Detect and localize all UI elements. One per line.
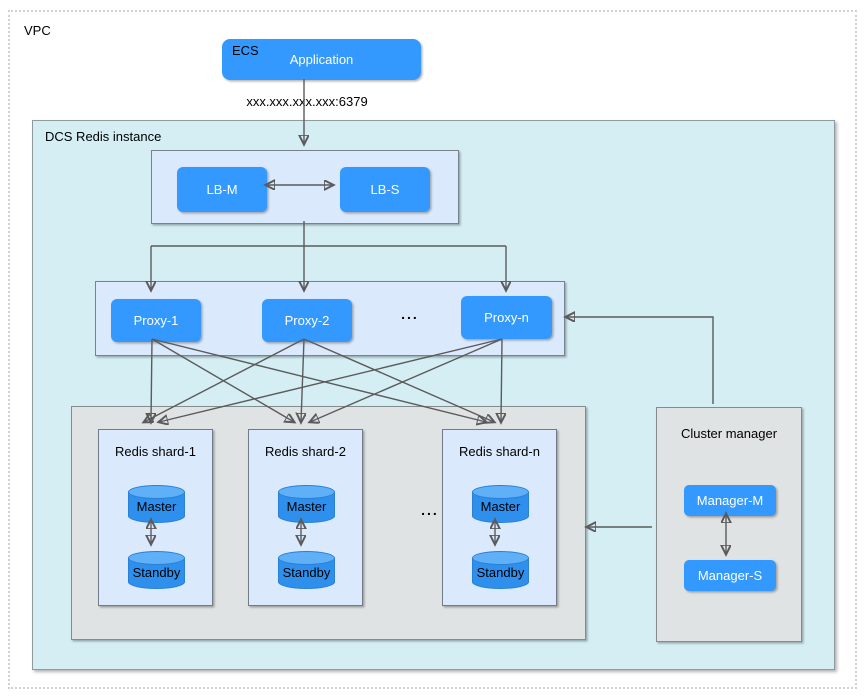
proxy-ellipsis: ... bbox=[401, 306, 419, 322]
lb-s-node: LB-S bbox=[340, 167, 430, 212]
redis-shard-1: Redis shard-1 Master Standby bbox=[98, 429, 213, 606]
master-db-cylinder: Master bbox=[278, 485, 335, 523]
master-label: Master bbox=[136, 499, 177, 514]
proxy-2-node: Proxy-2 bbox=[262, 299, 352, 342]
master-db-cylinder: Master bbox=[472, 485, 529, 523]
standby-label: Standby bbox=[132, 565, 181, 580]
shard-ellipsis: ... bbox=[421, 502, 439, 518]
cylinder-top bbox=[128, 485, 185, 499]
standby-db-cylinder: Standby bbox=[472, 551, 529, 589]
cylinder-top bbox=[128, 551, 185, 565]
proxy-group: Proxy-1 Proxy-2 ... Proxy-n bbox=[95, 281, 565, 356]
standby-db-cylinder: Standby bbox=[128, 551, 185, 589]
manager-m-node: Manager-M bbox=[684, 485, 776, 516]
application-label: Application bbox=[289, 52, 354, 67]
shard-group: Redis shard-1 Master Standby Redis shard… bbox=[71, 406, 586, 640]
cylinder-top bbox=[472, 551, 529, 565]
master-label: Master bbox=[480, 499, 521, 514]
cylinder-top bbox=[278, 551, 335, 565]
vpc-container: VPC ECS Application xxx.xxx.xxx.xxx:6379… bbox=[8, 10, 857, 689]
cylinder-top bbox=[278, 485, 335, 499]
master-db-cylinder: Master bbox=[128, 485, 185, 523]
redis-shard-n: Redis shard-n Master Standby bbox=[442, 429, 557, 606]
load-balancer-group: LB-M LB-S bbox=[151, 150, 459, 224]
standby-db-cylinder: Standby bbox=[278, 551, 335, 589]
endpoint-label: xxx.xxx.xxx.xxx:6379 bbox=[207, 93, 407, 110]
ecs-application-node: ECS Application bbox=[222, 39, 421, 80]
cylinder-top bbox=[472, 485, 529, 499]
manager-s-node: Manager-S bbox=[684, 560, 776, 591]
dcs-instance-container: DCS Redis instance LB-M LB-S Proxy-1 Pro… bbox=[32, 120, 835, 670]
master-label: Master bbox=[286, 499, 327, 514]
dcs-instance-label: DCS Redis instance bbox=[45, 129, 162, 144]
standby-label: Standby bbox=[282, 565, 331, 580]
cluster-manager-title: Cluster manager bbox=[680, 426, 778, 441]
lb-m-node: LB-M bbox=[177, 167, 267, 212]
shard-title: Redis shard-2 bbox=[265, 444, 346, 459]
proxy-1-node: Proxy-1 bbox=[111, 299, 201, 342]
shard-title: Redis shard-1 bbox=[115, 444, 196, 459]
standby-label: Standby bbox=[476, 565, 525, 580]
redis-shard-2: Redis shard-2 Master Standby bbox=[248, 429, 363, 606]
vpc-label: VPC bbox=[24, 23, 51, 38]
cluster-manager-panel: Cluster manager Manager-M Manager-S bbox=[656, 407, 802, 642]
proxy-n-node: Proxy-n bbox=[461, 296, 552, 339]
shard-title: Redis shard-n bbox=[459, 444, 540, 459]
ecs-label: ECS bbox=[232, 43, 259, 58]
